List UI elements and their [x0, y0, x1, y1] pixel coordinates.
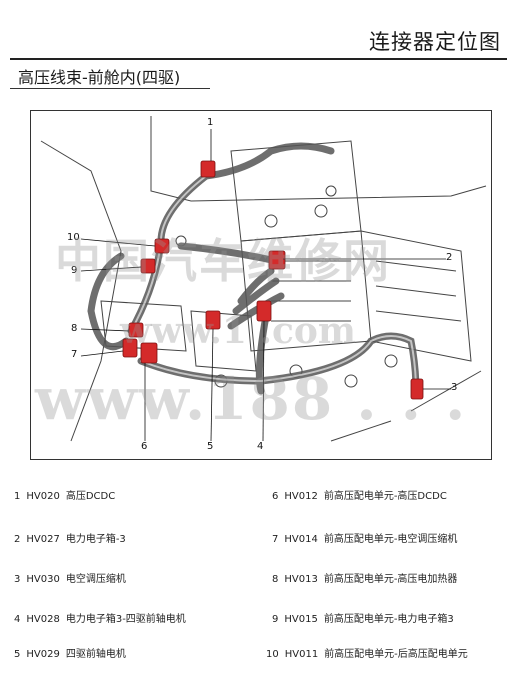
callout-9: 9 [71, 265, 78, 276]
connector-hv027 [268, 250, 286, 270]
callout-2: 2 [446, 252, 453, 263]
connector-hv013 [128, 322, 144, 338]
connector-hv020 [200, 160, 216, 178]
callout-8: 8 [71, 323, 78, 334]
title-rule [10, 58, 507, 60]
engine-bay-drawing [40, 116, 487, 442]
connector-hv029 [205, 310, 221, 330]
connector-hv014 [122, 338, 138, 358]
callout-10: 10 [67, 232, 80, 243]
callout-4: 4 [257, 441, 264, 452]
connector-location-figure: 1 2 3 4 5 6 7 8 9 10 [30, 110, 492, 460]
callout-7: 7 [71, 349, 78, 360]
callout-1: 1 [207, 117, 214, 128]
callout-3: 3 [451, 382, 458, 393]
page-title: 连接器定位图 [369, 30, 501, 54]
section-title: 高压线束-前舱内(四驱) [18, 68, 181, 87]
section-rule [10, 88, 210, 89]
connector-hv030 [410, 378, 424, 400]
callout-6: 6 [141, 441, 148, 452]
connector-hv015 [140, 258, 156, 274]
connector-hv011 [154, 238, 170, 254]
callout-5: 5 [207, 441, 214, 452]
connector-hv012 [140, 342, 158, 364]
connector-hv028 [256, 300, 272, 322]
